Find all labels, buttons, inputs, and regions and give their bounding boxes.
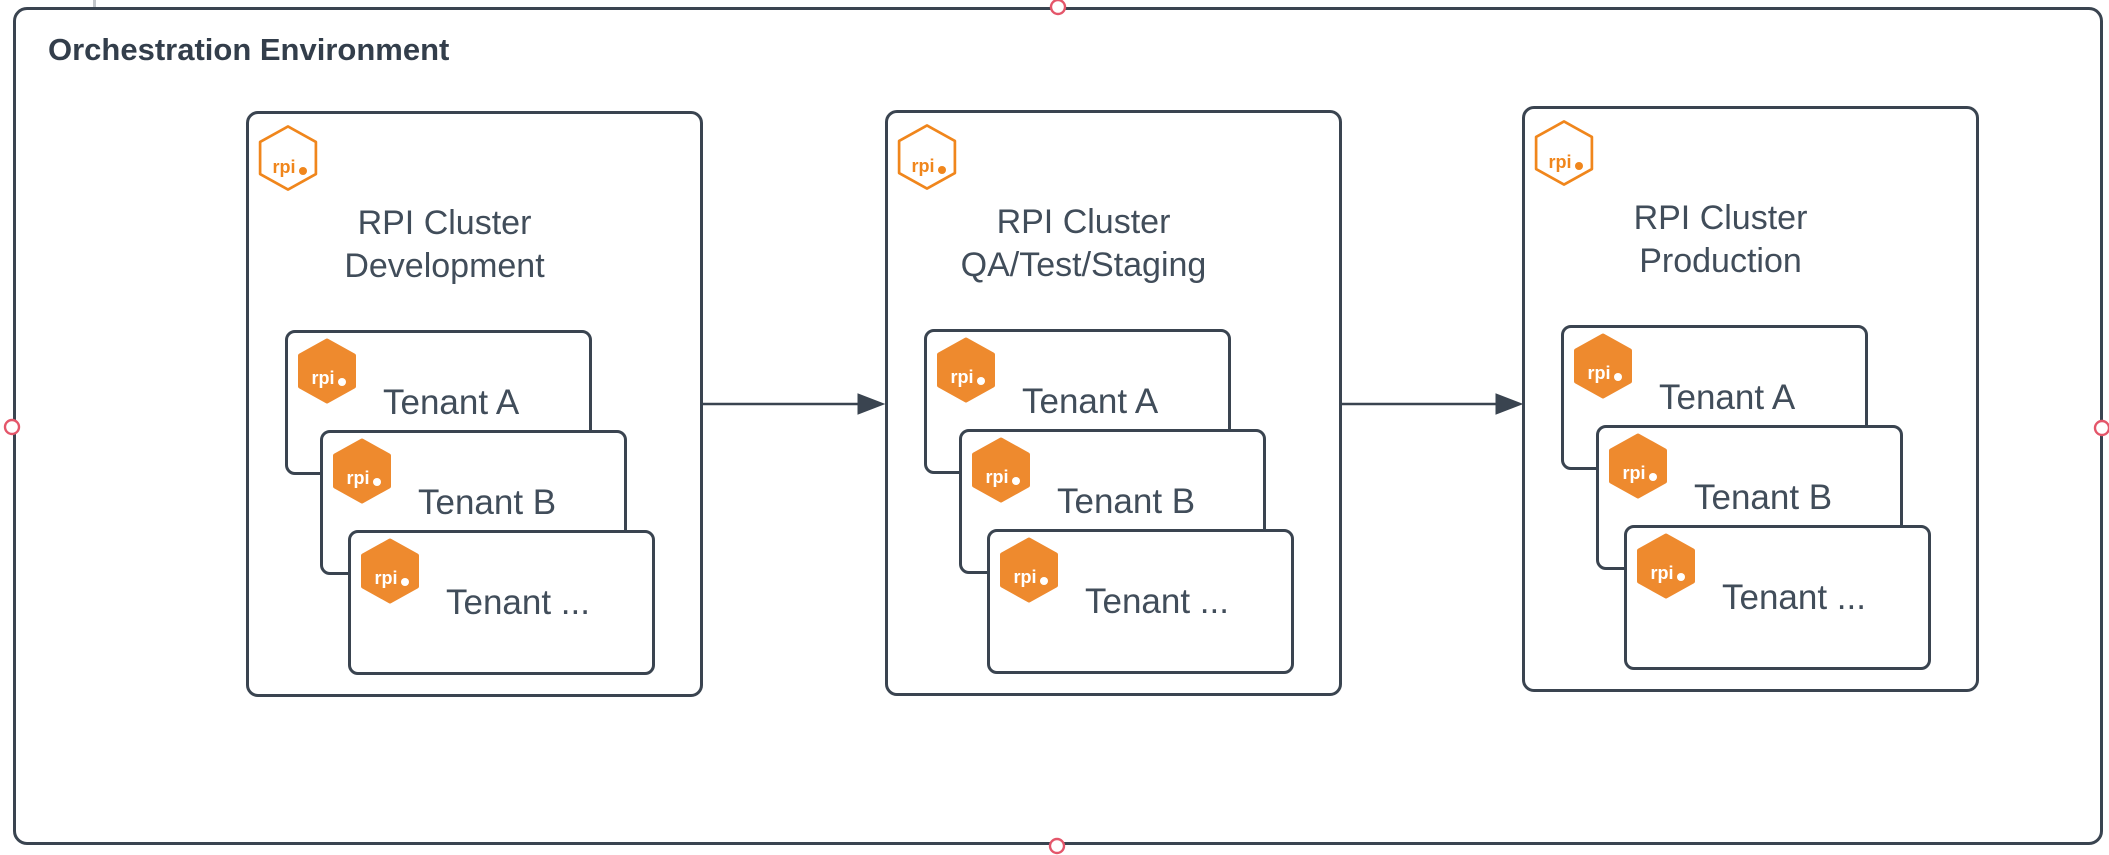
rpi-logo-text: rpi xyxy=(272,157,296,177)
tenant-box-more[interactable]: rpi Tenant ... xyxy=(987,529,1294,674)
page-title: Orchestration Environment xyxy=(48,32,450,67)
cluster-title: RPI Cluster QA/Test/Staging xyxy=(960,203,1207,284)
rpi-logo-dot xyxy=(1648,473,1657,481)
rpi-hexagon-solid-icon: rpi xyxy=(297,338,357,404)
rpi-hexagon-solid-icon: rpi xyxy=(360,538,420,604)
rpi-logo-dot xyxy=(937,166,946,174)
rpi-logo-text: rpi xyxy=(311,368,335,388)
rpi-logo-text: rpi xyxy=(1650,563,1674,583)
rpi-logo-dot xyxy=(400,578,409,586)
tenant-label: Tenant B xyxy=(1694,477,1833,517)
cluster-title: RPI Cluster Development xyxy=(344,204,545,285)
rpi-hexagon-solid-icon: rpi xyxy=(936,337,996,403)
tenant-label: Tenant ... xyxy=(1722,577,1866,617)
rpi-logo-text: rpi xyxy=(1622,463,1646,483)
rpi-logo-dot xyxy=(298,167,307,175)
rpi-logo-dot xyxy=(976,377,985,385)
tenant-label: Tenant A xyxy=(383,382,520,422)
tenant-label: Tenant A xyxy=(1659,377,1796,417)
cluster-qa-test-staging[interactable]: rpi RPI Cluster QA/Test/Staging rpi Tena… xyxy=(885,110,1342,696)
rpi-logo-text: rpi xyxy=(374,568,398,588)
rpi-logo-dot xyxy=(1613,373,1622,381)
rpi-hexagon-outline-icon: rpi xyxy=(257,123,319,193)
rpi-logo-dot xyxy=(1574,162,1583,170)
tenant-box-more[interactable]: rpi Tenant ... xyxy=(348,530,655,675)
rpi-logo-text: rpi xyxy=(346,468,370,488)
rpi-logo-text: rpi xyxy=(911,156,935,176)
cluster-production[interactable]: rpi RPI Cluster Production rpi Tenant A … xyxy=(1522,106,1979,692)
rpi-hexagon-solid-icon: rpi xyxy=(971,437,1031,503)
guide-tick xyxy=(93,0,96,7)
rpi-logo-dot xyxy=(1011,477,1020,485)
rpi-hexagon-outline-icon: rpi xyxy=(896,122,958,192)
rpi-hexagon-solid-icon: rpi xyxy=(1636,533,1696,599)
tenant-label: Tenant ... xyxy=(1085,581,1229,621)
rpi-hexagon-outline-icon: rpi xyxy=(1533,118,1595,188)
rpi-hexagon-solid-icon: rpi xyxy=(1608,433,1668,499)
rpi-logo-text: rpi xyxy=(950,367,974,387)
rpi-logo-dot xyxy=(372,478,381,486)
rpi-hexagon-solid-icon: rpi xyxy=(1573,333,1633,399)
cluster-title: RPI Cluster Production xyxy=(1633,199,1808,280)
rpi-logo-text: rpi xyxy=(1548,152,1572,172)
rpi-logo-dot xyxy=(1676,573,1685,581)
rpi-logo-text: rpi xyxy=(1013,567,1037,587)
cluster-development[interactable]: rpi RPI Cluster Development rpi Tenant A… xyxy=(246,111,703,697)
tenant-label: Tenant B xyxy=(1057,481,1196,521)
rpi-hexagon-solid-icon: rpi xyxy=(999,537,1059,603)
rpi-logo-dot xyxy=(337,378,346,386)
rpi-logo-text: rpi xyxy=(985,467,1009,487)
rpi-logo-dot xyxy=(1039,577,1048,585)
rpi-logo-text: rpi xyxy=(1587,363,1611,383)
tenant-label: Tenant B xyxy=(418,482,557,522)
tenant-label: Tenant ... xyxy=(446,582,590,622)
tenant-label: Tenant A xyxy=(1022,381,1159,421)
rpi-hexagon-solid-icon: rpi xyxy=(332,438,392,504)
tenant-box-more[interactable]: rpi Tenant ... xyxy=(1624,525,1931,670)
